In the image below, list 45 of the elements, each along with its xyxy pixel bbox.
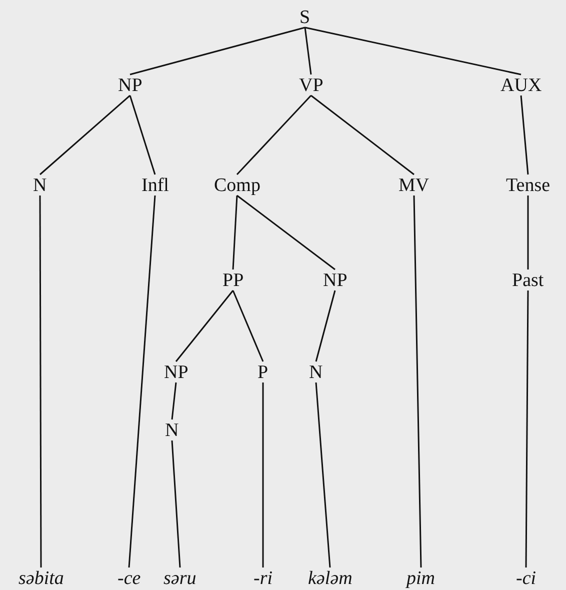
word-label: kələm xyxy=(307,568,354,588)
category-label: S xyxy=(298,6,312,28)
category-label: Infl xyxy=(140,174,170,196)
category-label: MV xyxy=(398,174,430,196)
tree-branch xyxy=(171,440,181,568)
category-label: AUX xyxy=(500,74,543,96)
word-label: -ri xyxy=(252,568,274,588)
tree-branch xyxy=(232,195,238,270)
category-label: Comp xyxy=(213,174,262,196)
tree-branch xyxy=(304,27,312,75)
word-label: səbita xyxy=(18,568,65,588)
tree-branch xyxy=(315,290,336,362)
tree-branch xyxy=(171,382,177,420)
tree-branch xyxy=(130,26,306,76)
category-label: NP xyxy=(163,362,190,382)
tree-branch xyxy=(175,290,234,362)
tree-branch xyxy=(527,196,529,270)
tree-branch xyxy=(315,382,331,568)
tree-branch xyxy=(236,194,336,270)
category-label: P xyxy=(256,362,270,382)
category-label: N xyxy=(308,362,324,382)
category-label: Tense xyxy=(505,174,552,196)
tree-branch xyxy=(232,290,264,362)
tree-branch xyxy=(413,195,422,568)
tree-branch xyxy=(520,95,529,175)
category-label: PP xyxy=(222,270,245,290)
word-label: -ci xyxy=(515,568,538,588)
tree-branch xyxy=(129,95,156,175)
category-label: Past xyxy=(511,270,545,290)
tree-branch xyxy=(39,196,42,568)
tree-branch xyxy=(262,382,264,568)
category-label: VP xyxy=(298,74,324,96)
tree-branch xyxy=(40,94,130,176)
tree-branch xyxy=(128,195,156,568)
category-label: N xyxy=(32,174,48,196)
word-label: səru xyxy=(162,568,198,588)
tree-branch xyxy=(310,94,414,176)
word-label: pim xyxy=(406,568,436,588)
category-label: NP xyxy=(117,74,144,96)
category-label: N xyxy=(164,420,180,440)
tree-branch xyxy=(304,26,522,76)
tree-branch xyxy=(236,94,312,176)
word-label: -ce xyxy=(116,568,142,588)
tree-branch xyxy=(525,290,529,568)
category-label: NP xyxy=(322,270,348,290)
